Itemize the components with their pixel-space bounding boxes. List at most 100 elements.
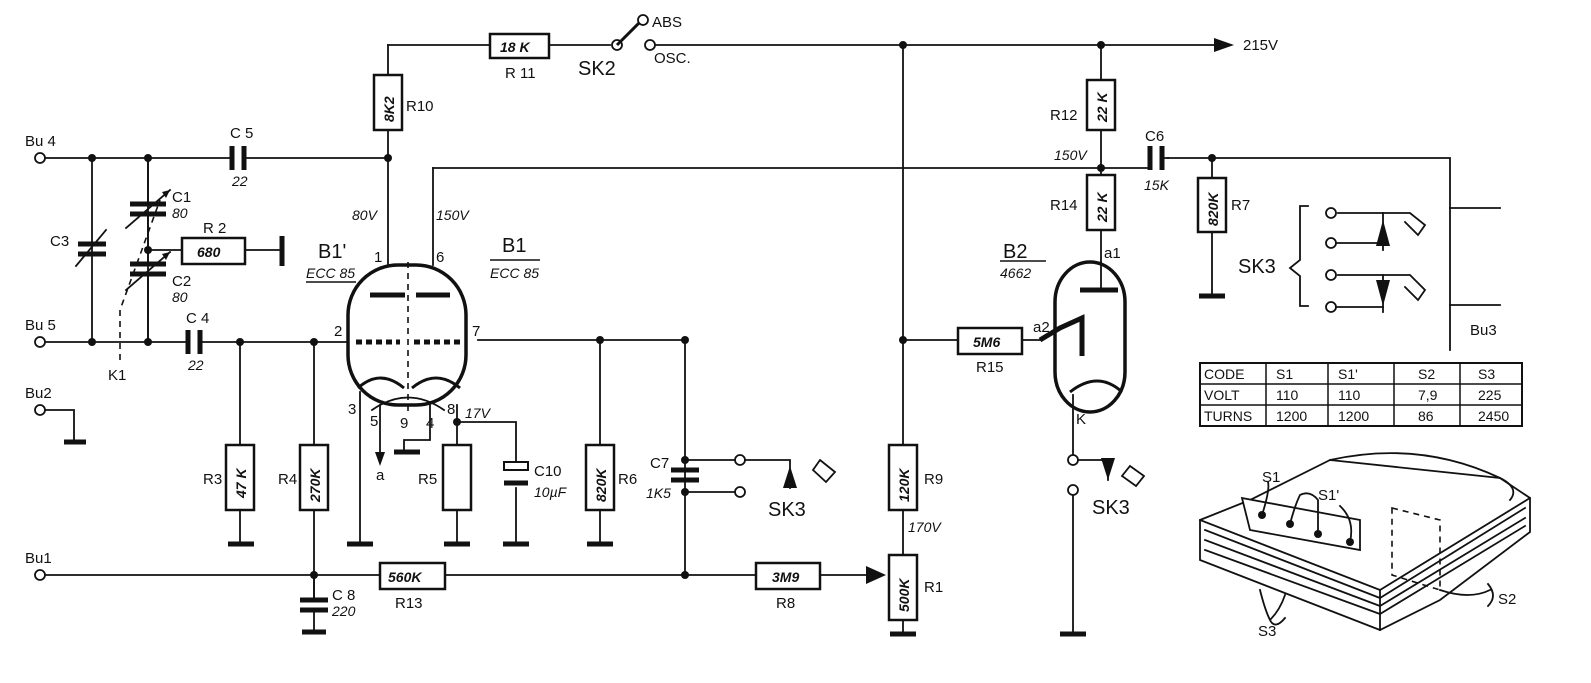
table-cell: 7,9 [1418,387,1438,403]
b2-cathode-label: K [1076,411,1086,428]
ground-symbols [64,293,1225,637]
r2-name: R 2 [203,220,226,237]
pin-1: 1 [374,249,382,266]
sk2-abs-label: ABS [652,14,682,31]
table-header-cell: S3 [1478,366,1495,382]
sk3-label-3: SK3 [1238,256,1276,278]
resistor-r5: R5 [418,443,473,512]
resistor-r9: 120K R9 [887,443,943,512]
transformer-drawing [1198,452,1532,631]
c1-name: C1 [172,189,191,206]
socket-bu1: Bu1 [25,550,52,581]
c6-value: 15K [1144,177,1170,193]
c7-value: 1K5 [646,485,671,501]
wiring [39,44,1501,633]
sk2-name: SK2 [578,58,616,80]
switch-sk2: ABS OSC. SK2 [578,14,691,80]
capacitor-c1: C1 80 [124,157,191,251]
resistor-r6: 820K R6 [584,443,637,512]
heater-label: a [376,467,385,484]
capacitor-c7: C7 1K5 [646,455,699,501]
table-cell: 110 [1338,387,1361,403]
sk2-osc-label: OSC. [654,50,691,67]
capacitor-c5: C 5 22 [229,125,253,189]
socket-bu5: Bu 5 [25,317,56,348]
sk3-output-c7: SK3 [734,454,837,521]
b1-name: B1 [502,235,526,257]
r5-name: R5 [418,471,437,488]
table-cell: 1200 [1276,408,1307,424]
transformer-s1: S1 [1262,469,1280,486]
r11-value: 18 K [500,39,530,55]
c5-value: 22 [231,173,248,189]
resistor-r11: 18 K R 11 [488,32,551,82]
c5-name: C 5 [230,125,253,142]
r13-name: R13 [395,595,423,612]
b1-type: ECC 85 [490,265,539,281]
socket-bu2: Bu2 [25,385,52,416]
pin-2: 2 [334,323,342,340]
transformer-s2: S2 [1498,591,1516,608]
c1-value: 80 [172,205,188,221]
table-cell: 225 [1478,387,1502,403]
pin-5: 5 [370,413,378,430]
r1-value: 500K [896,578,912,612]
capacitor-c10: C10 10µF [503,461,568,500]
table-cell: 86 [1418,408,1434,424]
r12-name: R12 [1050,107,1078,124]
r3-value: 47 K [233,468,249,499]
resistor-r1: 500K R1 [887,553,943,622]
capacitor-c8: C 8 220 [300,587,356,619]
c10-value: 10µF [534,484,568,500]
table-header-cell: CODE [1204,366,1244,382]
pin-9: 9 [400,415,408,432]
r7-value: 820K [1205,192,1221,226]
c8-name: C 8 [332,587,355,604]
r6-value: 820K [593,468,609,502]
table-cell: TURNS [1204,408,1252,424]
pin-6: 6 [436,249,444,266]
k1-label: K1 [108,367,126,384]
r10-value: 8K2 [381,96,397,122]
sk3-label-2: SK3 [1092,497,1130,519]
r15-name: R15 [976,359,1004,376]
r15-value: 5M6 [973,334,1000,350]
table-header-cell: S1' [1338,366,1358,382]
resistor-r2: 680 R 2 [180,220,285,266]
resistor-r3: 47 K R3 [203,443,256,512]
table-cell: 1200 [1338,408,1369,424]
r7-name: R7 [1231,197,1250,214]
r8-name: R8 [776,595,795,612]
c4-value: 22 [187,357,204,373]
sk3-label-1: SK3 [768,499,806,521]
tube-b2 [1038,260,1127,414]
capacitor-c4: C 4 22 [185,310,209,373]
b1p-type: ECC 85 [306,265,355,281]
r2-value: 680 [197,244,221,260]
c10-name: C10 [534,463,562,480]
r14-name: R14 [1050,197,1078,214]
c8-value: 220 [331,603,356,619]
voltage-80v: 80V [352,207,379,223]
voltage-150v-b2: 150V [1054,147,1088,163]
b2-anode2-label: a2 [1033,319,1050,336]
pin-4: 4 [426,415,434,432]
table-cell: VOLT [1204,387,1240,403]
sk3-output-b2: SK3 [1067,454,1146,519]
resistor-r8: 3M9 R8 [754,561,886,612]
pin-8: 8 [447,401,455,418]
r11-name: R 11 [505,65,536,82]
r4-name: R4 [278,471,297,488]
bu4-label: Bu 4 [25,133,56,150]
b2-name: B2 [1003,241,1027,263]
c4-name: C 4 [186,310,209,327]
resistor-r13: 560K R13 [378,561,447,612]
r6-name: R6 [618,471,637,488]
r12-value: 22 K [1094,92,1110,123]
capacitor-c2: C2 80 [124,249,191,343]
table-header-cell: S1 [1276,366,1293,382]
c7-name: C7 [650,455,669,472]
gang-linkage [119,199,161,360]
supply-label: 215V [1243,37,1278,54]
